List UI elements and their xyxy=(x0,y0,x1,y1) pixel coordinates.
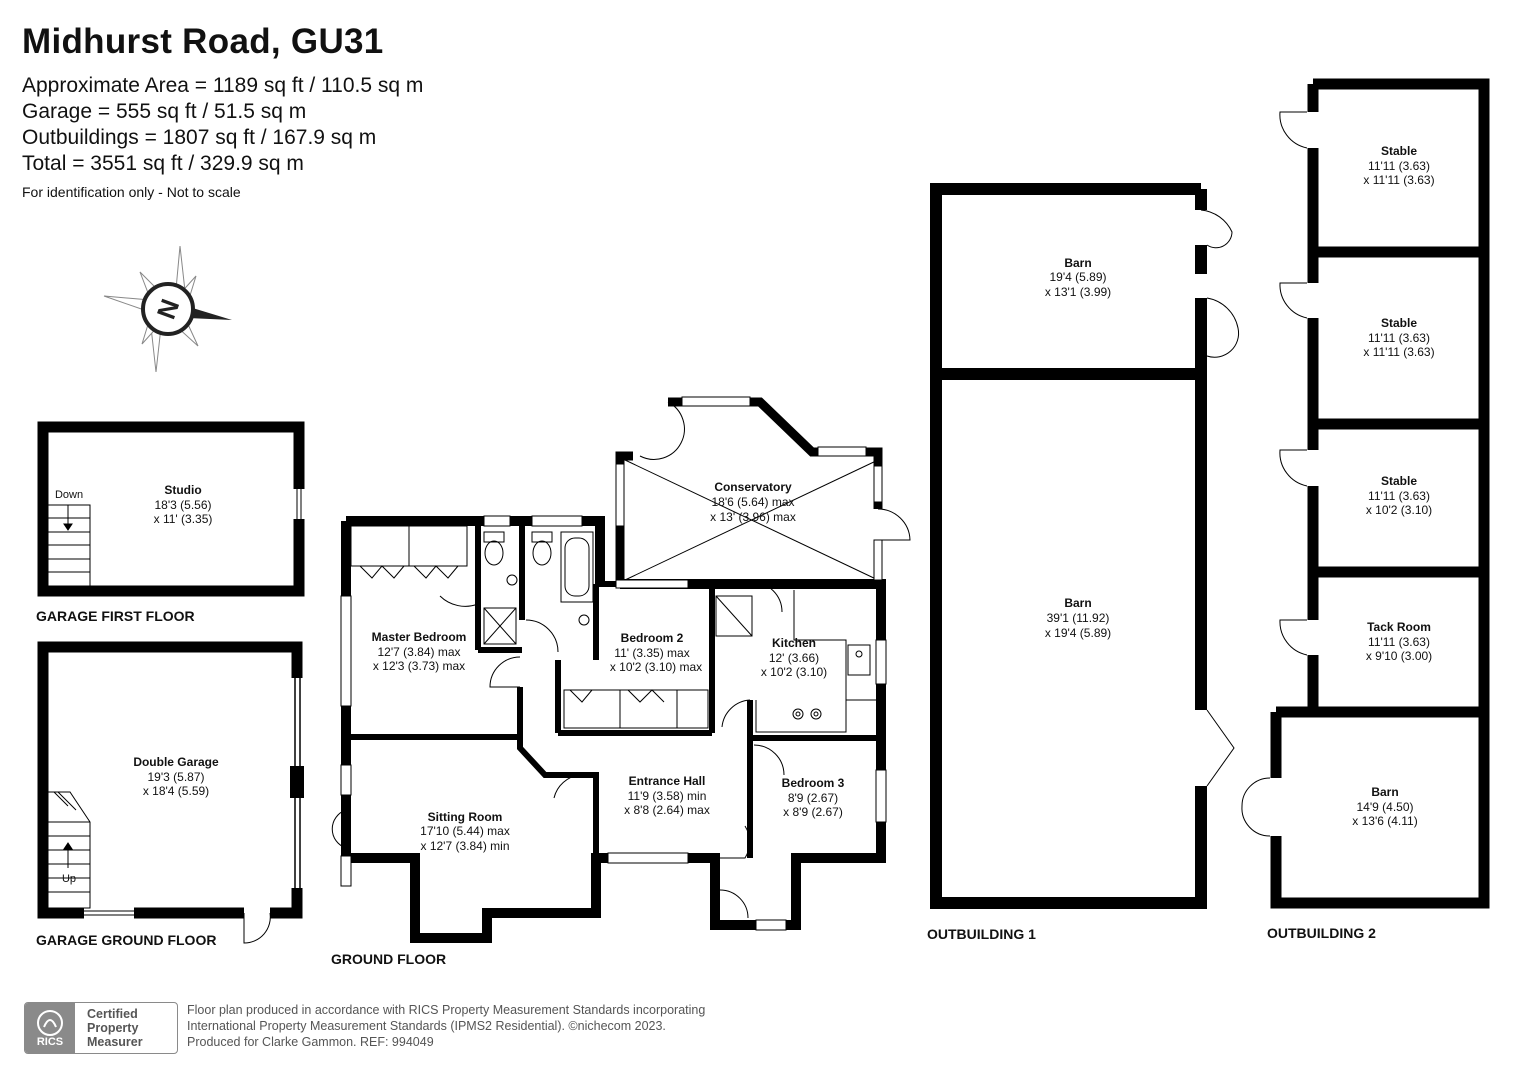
badge-text: Certified Property Measurer xyxy=(87,1007,143,1049)
svg-text:11'9 (3.58) min: 11'9 (3.58) min xyxy=(628,789,707,803)
footer-line-ipms: International Property Measurement Stand… xyxy=(187,1019,666,1033)
rics-logo-text: RICS xyxy=(36,1036,64,1048)
svg-text:18'3 (5.56): 18'3 (5.56) xyxy=(155,498,212,512)
svg-text:12' (3.66): 12' (3.66) xyxy=(769,651,819,665)
svg-text:Tack Room: Tack Room xyxy=(1367,620,1431,634)
room-label-master-bedroom: Master Bedroom 12'7 (3.84) max x 12'3 (3… xyxy=(372,630,467,673)
svg-text:x 13'1 (3.99): x 13'1 (3.99) xyxy=(1045,285,1111,299)
garage-area: Garage = 555 sq ft / 51.5 sq m xyxy=(22,100,307,123)
page-title: Midhurst Road, GU31 xyxy=(22,22,384,61)
room-label-bedroom-2: Bedroom 2 11' (3.35) max x 10'2 (3.10) m… xyxy=(610,631,702,674)
svg-text:Conservatory: Conservatory xyxy=(714,480,792,494)
svg-text:39'1 (11.92): 39'1 (11.92) xyxy=(1047,611,1110,625)
room-label-conservatory: Conservatory 18'6 (5.64) max x 13' (3.96… xyxy=(710,480,796,524)
svg-text:14'9 (4.50): 14'9 (4.50) xyxy=(1357,800,1414,814)
svg-text:19'3 (5.87): 19'3 (5.87) xyxy=(148,770,205,784)
total-area: Total = 3551 sq ft / 329.9 sq m xyxy=(22,152,304,175)
svg-text:Entrance Hall: Entrance Hall xyxy=(629,774,706,788)
room-label-barn-outbuilding2: Barn 14'9 (4.50) x 13'6 (4.11) xyxy=(1352,785,1417,828)
floor-label-garage-first: GARAGE FIRST FLOOR xyxy=(36,608,195,624)
svg-text:19'4 (5.89): 19'4 (5.89) xyxy=(1050,270,1107,284)
svg-text:11'11 (3.63): 11'11 (3.63) xyxy=(1368,331,1430,345)
room-label-entrance-hall: Entrance Hall 11'9 (3.58) min x 8'8 (2.6… xyxy=(624,774,710,817)
svg-text:Sitting Room: Sitting Room xyxy=(428,810,503,824)
svg-text:Barn: Barn xyxy=(1064,596,1091,610)
room-label-bedroom-3: Bedroom 3 8'9 (2.67) x 8'9 (2.67) xyxy=(782,776,845,819)
room-label-barn-outbuilding1-lower: Barn 39'1 (11.92) x 19'4 (5.89) xyxy=(1045,596,1111,640)
svg-text:11'11 (3.63): 11'11 (3.63) xyxy=(1368,159,1430,173)
svg-text:x 8'8 (2.64) max: x 8'8 (2.64) max xyxy=(624,803,710,817)
footer-line-standards: Floor plan produced in accordance with R… xyxy=(187,1003,706,1017)
svg-text:12'7 (3.84) max: 12'7 (3.84) max xyxy=(378,645,461,659)
svg-text:Studio: Studio xyxy=(164,483,201,497)
svg-text:Bedroom 3: Bedroom 3 xyxy=(782,776,845,790)
svg-text:x 9'10 (3.00): x 9'10 (3.00) xyxy=(1366,649,1432,663)
svg-text:Barn: Barn xyxy=(1371,785,1398,799)
room-label-tack-room: Tack Room 11'11 (3.63) x 9'10 (3.00) xyxy=(1366,620,1432,663)
svg-text:Barn: Barn xyxy=(1064,256,1091,270)
room-label-kitchen: Kitchen 12' (3.66) x 10'2 (3.10) xyxy=(761,636,827,679)
room-label-stable-1: Stable 11'11 (3.63) x 11'11 (3.63) xyxy=(1363,144,1434,187)
rics-logo-icon: RICS xyxy=(25,1003,75,1053)
ground-floor-plan xyxy=(331,396,911,943)
svg-text:x 11'11 (3.63): x 11'11 (3.63) xyxy=(1363,173,1434,187)
footer-line-reference: Produced for Clarke Gammon. REF: 994049 xyxy=(187,1035,434,1049)
disclaimer: For identification only - Not to scale xyxy=(22,184,241,200)
svg-text:x 10'2 (3.10): x 10'2 (3.10) xyxy=(1366,503,1432,517)
rics-certified-badge: RICS Certified Property Measurer xyxy=(24,1002,178,1054)
svg-text:11'11 (3.63): 11'11 (3.63) xyxy=(1368,635,1430,649)
svg-text:Stable: Stable xyxy=(1381,316,1417,330)
svg-text:x 19'4 (5.89): x 19'4 (5.89) xyxy=(1045,626,1111,640)
svg-text:x 13' (3.96) max: x 13' (3.96) max xyxy=(710,510,796,524)
room-label-sitting-room: Sitting Room 17'10 (5.44) max x 12'7 (3.… xyxy=(420,810,510,853)
svg-text:17'10 (5.44) max: 17'10 (5.44) max xyxy=(420,824,510,838)
svg-text:18'6 (5.64) max: 18'6 (5.64) max xyxy=(712,495,795,509)
svg-text:x 13'6 (4.11): x 13'6 (4.11) xyxy=(1352,814,1417,828)
svg-text:x 11' (3.35): x 11' (3.35) xyxy=(154,512,213,526)
approximate-area: Approximate Area = 1189 sq ft / 110.5 sq… xyxy=(22,74,424,97)
garage-ground-floor-plan xyxy=(37,641,304,944)
svg-text:11'11 (3.63): 11'11 (3.63) xyxy=(1368,489,1430,503)
svg-text:Stable: Stable xyxy=(1381,144,1417,158)
svg-text:x 12'7 (3.84) min: x 12'7 (3.84) min xyxy=(421,839,510,853)
svg-text:8'9 (2.67): 8'9 (2.67) xyxy=(788,791,838,805)
room-label-barn-outbuilding1-upper: Barn 19'4 (5.89) x 13'1 (3.99) xyxy=(1045,256,1111,299)
svg-text:x 10'2 (3.10): x 10'2 (3.10) xyxy=(761,665,827,679)
outbuilding-1-plan xyxy=(930,183,1240,909)
svg-text:x 10'2 (3.10) max: x 10'2 (3.10) max xyxy=(610,660,702,674)
floor-label-ground: GROUND FLOOR xyxy=(331,951,446,967)
room-label-stable-2: Stable 11'11 (3.63) x 11'11 (3.63) xyxy=(1363,316,1434,359)
stairs-up-label: Up xyxy=(62,873,76,885)
compass-icon: N xyxy=(103,245,232,373)
svg-text:x 18'4 (5.59): x 18'4 (5.59) xyxy=(143,784,209,798)
stairs-down-label: Down xyxy=(55,489,83,501)
svg-text:x 8'9 (2.67): x 8'9 (2.67) xyxy=(783,805,843,819)
svg-text:11' (3.35) max: 11' (3.35) max xyxy=(614,646,689,660)
floor-label-garage-ground: GARAGE GROUND FLOOR xyxy=(36,932,216,948)
svg-text:Stable: Stable xyxy=(1381,474,1417,488)
svg-text:Master Bedroom: Master Bedroom xyxy=(372,630,467,644)
floor-label-outbuilding-1: OUTBUILDING 1 xyxy=(927,926,1036,942)
svg-text:x 11'11 (3.63): x 11'11 (3.63) xyxy=(1363,345,1434,359)
footer-notes: Floor plan produced in accordance with R… xyxy=(187,1002,705,1050)
garage-first-floor-plan xyxy=(37,421,307,597)
svg-text:Double Garage: Double Garage xyxy=(133,755,219,769)
room-label-double-garage: Double Garage 19'3 (5.87) x 18'4 (5.59) xyxy=(133,755,219,798)
svg-text:Kitchen: Kitchen xyxy=(772,636,816,650)
svg-text:x 12'3 (3.73) max: x 12'3 (3.73) max xyxy=(373,659,465,673)
room-label-studio: Studio 18'3 (5.56) x 11' (3.35) xyxy=(154,483,213,526)
outbuilding-2-plan xyxy=(1241,78,1490,909)
floor-label-outbuilding-2: OUTBUILDING 2 xyxy=(1267,925,1376,941)
room-label-stable-3: Stable 11'11 (3.63) x 10'2 (3.10) xyxy=(1366,474,1432,517)
svg-text:Bedroom 2: Bedroom 2 xyxy=(621,631,684,645)
outbuildings-area: Outbuildings = 1807 sq ft / 167.9 sq m xyxy=(22,126,377,149)
